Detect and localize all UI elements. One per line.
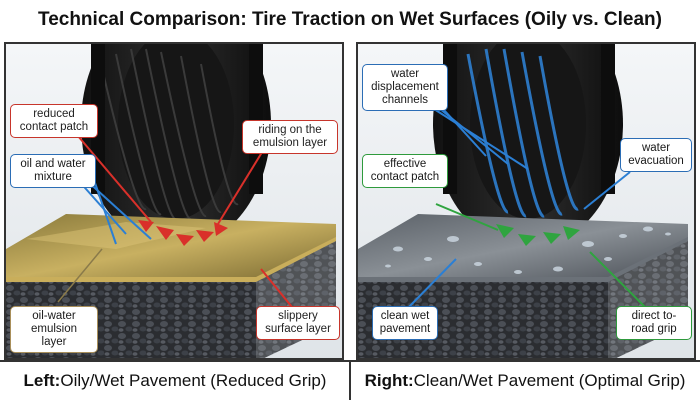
effective-contact-arrows xyxy=(496,224,580,246)
left-panel-oily: reduced contact patch riding on the emul… xyxy=(4,42,344,360)
callout-reduced-contact-patch: reduced contact patch xyxy=(10,104,98,138)
left-caption: Left: Oily/Wet Pavement (Reduced Grip) xyxy=(0,362,350,400)
right-panel-clean: water displacement channels water evacua… xyxy=(356,42,696,360)
water-droplets xyxy=(385,226,671,274)
callout-clean-wet-pavement: clean wet pavement xyxy=(372,306,438,340)
oily-slab-surface xyxy=(6,214,336,279)
wet-slab-surface xyxy=(358,214,688,279)
callout-water-evacuation: water evacuation xyxy=(620,138,692,172)
reduced-contact-arrows xyxy=(138,220,228,246)
callout-slippery-surface-layer: slippery surface layer xyxy=(256,306,340,340)
right-caption: Right: Clean/Wet Pavement (Optimal Grip) xyxy=(350,362,700,400)
callout-direct-to-road-grip: direct to-road grip xyxy=(616,306,692,340)
right-caption-text: Clean/Wet Pavement (Optimal Grip) xyxy=(413,371,686,390)
figure-title: Technical Comparison: Tire Traction on W… xyxy=(38,9,662,30)
callout-riding-on-emulsion: riding on the emulsion layer xyxy=(242,120,338,154)
callout-oil-water-emulsion-layer: oil-water emulsion layer xyxy=(10,306,98,353)
callout-oil-water-mixture: oil and water mixture xyxy=(10,154,96,188)
left-caption-label: Left: xyxy=(23,371,61,390)
right-tire xyxy=(433,44,623,249)
left-caption-text: Oily/Wet Pavement (Reduced Grip) xyxy=(60,371,327,390)
callout-water-displacement-channels: water displacement channels xyxy=(362,64,448,111)
right-caption-label: Right: xyxy=(364,371,414,390)
left-tire xyxy=(81,44,271,249)
callout-effective-contact-patch: effective contact patch xyxy=(362,154,448,188)
caption-vertical-divider xyxy=(349,360,351,400)
